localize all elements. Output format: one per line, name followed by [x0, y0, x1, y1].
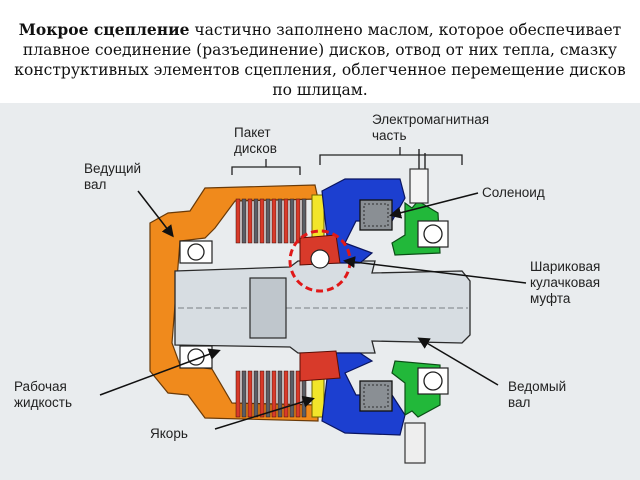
- bearing-upper-left: [179, 240, 213, 264]
- disc-plate: [247, 370, 253, 418]
- disc-plate: [259, 370, 265, 418]
- pressure-ring-upper: [311, 194, 325, 242]
- disc-plate: [295, 370, 301, 418]
- solenoid-coil-lower: [359, 380, 393, 412]
- disc-plate: [283, 370, 289, 418]
- disc-plate: [265, 370, 271, 418]
- label-drive-shaft: Ведущий вал: [84, 161, 142, 192]
- electromagnet-body-lower: [321, 352, 406, 436]
- label-disc-pack: Пакет дисков: [234, 125, 277, 156]
- disc-pack-upper: [235, 198, 307, 244]
- bearing-lower-left: [179, 345, 213, 369]
- leader-drive-shaft: [137, 190, 174, 238]
- clutch-cross-section: [99, 147, 527, 464]
- disc-plate: [283, 198, 289, 244]
- label-armature: Якорь: [150, 426, 188, 441]
- label-electromagnetic-part: Электромагнитная часть: [372, 112, 490, 143]
- disc-plate: [235, 198, 241, 244]
- disc-plate: [277, 370, 283, 418]
- leader-armature: [214, 395, 315, 430]
- disc-plate: [241, 370, 247, 418]
- disc-plate: [271, 198, 277, 244]
- solenoid-coil-upper: [359, 199, 393, 231]
- leader-solenoid: [389, 192, 479, 219]
- disc-plate: [259, 198, 265, 244]
- bearing-upper-right: [417, 220, 449, 248]
- hub-lower-red: [299, 350, 341, 382]
- bottom-mount: [404, 422, 426, 464]
- solenoid-connector: [409, 168, 429, 204]
- disc-plate: [247, 198, 253, 244]
- disc-plate: [241, 198, 247, 244]
- label-solenoid: Соленоид: [482, 185, 545, 200]
- disc-plate: [277, 198, 283, 244]
- disc-plate: [289, 370, 295, 418]
- leader-driven-shaft: [417, 337, 499, 386]
- disc-plate: [289, 198, 295, 244]
- leader-fluid: [99, 348, 221, 396]
- label-driven-shaft: Ведомый вал: [508, 379, 567, 410]
- leader-ball-clutch: [343, 256, 527, 284]
- disc-plate: [265, 198, 271, 244]
- disc-plate: [253, 370, 259, 418]
- caption-term: Мокрое сцепление: [18, 20, 190, 39]
- disc-pack-lower: [235, 370, 307, 418]
- clutch-diagram: Пакет дисков Электромагнитная часть Веду…: [0, 103, 640, 480]
- bearing-lower-right: [417, 367, 449, 395]
- disc-plate: [271, 370, 277, 418]
- caption-text: частично заполнено маслом, которое обесп…: [14, 21, 626, 99]
- disc-plate: [235, 370, 241, 418]
- disc-plate: [253, 198, 259, 244]
- label-working-fluid: Рабочая жидкость: [14, 379, 72, 410]
- pack-bracket: [231, 166, 301, 175]
- disc-plate: [295, 198, 301, 244]
- shaft: [174, 260, 471, 354]
- caption-paragraph: Мокрое сцепление частично заполнено масл…: [0, 0, 640, 103]
- electro-bracket: [319, 154, 463, 165]
- drive-housing: [149, 184, 319, 422]
- label-ball-cam-clutch: Шариковая кулачковая муфта: [530, 259, 601, 306]
